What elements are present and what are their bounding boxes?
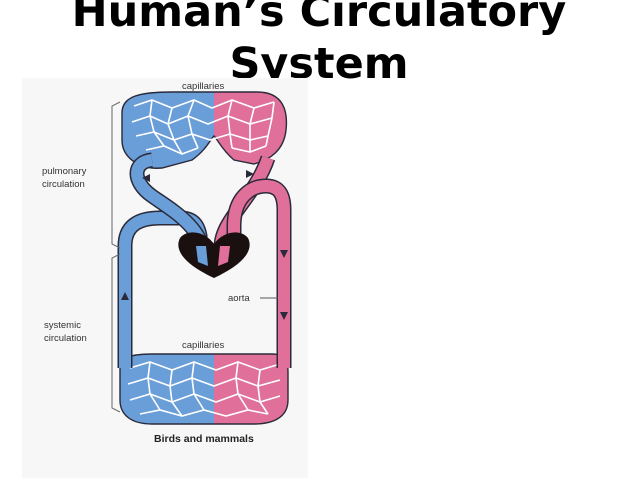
slide-title: Human’s Circulatory xyxy=(71,0,567,37)
pulmonary-label-line2: circulation xyxy=(42,179,85,190)
diagram-caption: Birds and mammals xyxy=(154,433,254,445)
flow-arrows xyxy=(121,170,288,320)
capillaries-bottom-label: capillaries xyxy=(182,340,224,351)
aorta-label: aorta xyxy=(228,293,250,304)
arrow-down-icon xyxy=(280,312,288,320)
pulmonary-capillary-bed xyxy=(121,91,288,169)
heart xyxy=(178,232,250,278)
systemic-capillary-bed xyxy=(119,353,289,425)
pulmonary-bracket xyxy=(111,101,121,249)
figure-panel: capillaries pulmonary circulation aorta … xyxy=(22,78,308,478)
pulmonary-label-line1: pulmonary xyxy=(42,166,87,177)
arrow-left-icon xyxy=(142,174,150,182)
capillaries-top-label: capillaries xyxy=(182,81,224,92)
circulatory-diagram: capillaries pulmonary circulation aorta … xyxy=(42,81,292,445)
arrow-down-icon xyxy=(280,250,288,258)
systemic-bracket xyxy=(111,253,121,413)
systemic-label-line1: systemic xyxy=(44,320,81,331)
arrow-up-icon xyxy=(121,292,129,300)
aorta-vessel xyxy=(226,178,292,368)
systemic-label-line2: circulation xyxy=(44,333,87,344)
arrow-right-icon xyxy=(246,170,254,178)
